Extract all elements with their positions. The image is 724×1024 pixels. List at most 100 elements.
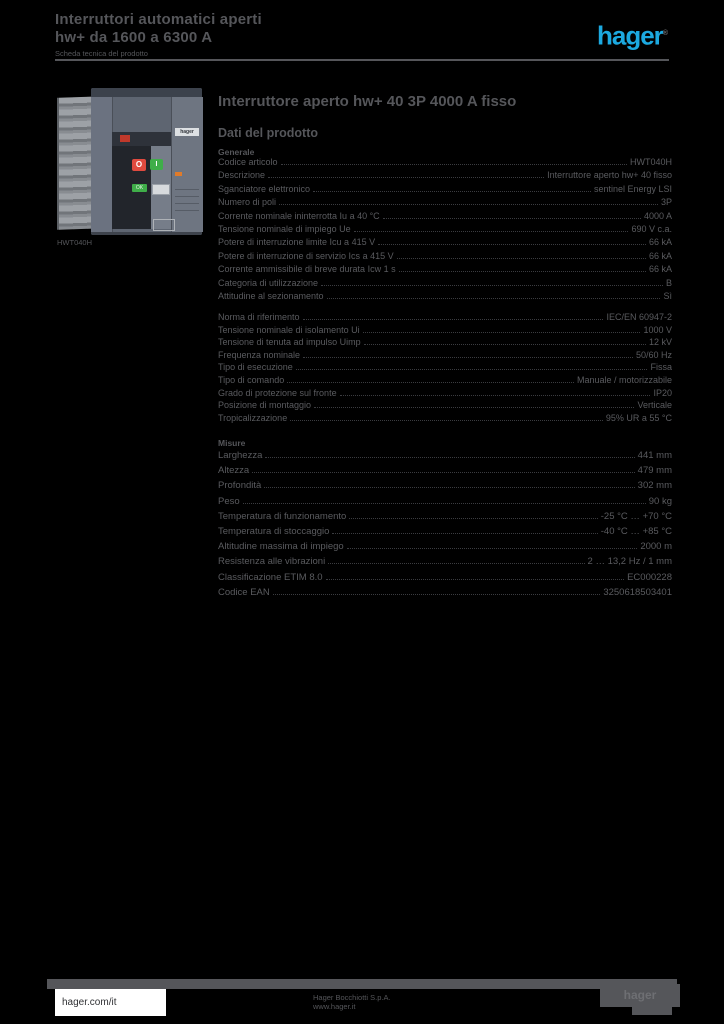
spec-value: 4000 A [643, 210, 672, 221]
spec-label: Altitudine massima di impiego [218, 541, 344, 553]
dotted-leader [363, 344, 646, 346]
dotted-leader [325, 578, 625, 580]
spec-label: Grado di protezione sul fronte [218, 387, 337, 398]
dotted-leader [272, 593, 601, 595]
dotted-leader [290, 419, 603, 421]
footer-website-link[interactable]: hager.com/it [55, 989, 166, 1016]
breaker-bottom-plate [153, 219, 175, 231]
dotted-leader [313, 190, 591, 192]
spec-label: Attitudine al sezionamento [218, 290, 324, 301]
header-title-line1: Interruttori automatici aperti [55, 11, 262, 28]
spec-value: IEC/EN 60947-2 [606, 312, 672, 322]
footer-company-url: www.hager.it [313, 1002, 356, 1011]
spec-value: 90 kg [648, 495, 672, 507]
spec-value: 302 mm [637, 480, 672, 492]
spec-label: Posizione di montaggio [218, 400, 312, 411]
spec-label: Profondità [218, 480, 262, 492]
spec-value: 479 mm [637, 465, 672, 477]
breaker-label-lines [175, 183, 199, 217]
spec-row: Corrente nominale ininterrotta Iu a 40 °… [218, 211, 672, 224]
dotted-leader [398, 271, 646, 273]
header-divider [55, 59, 669, 61]
spec-value: EC000228 [627, 571, 672, 583]
spec-value: Fissa [650, 362, 672, 373]
spec-value: 12 kV [648, 337, 672, 348]
spec-value: Sì [663, 290, 672, 301]
footer-hager-logo: hager [600, 984, 680, 1007]
spec-value: 2000 m [640, 541, 672, 553]
spec-value: sentinel Energy LSI [593, 183, 672, 194]
breaker-off-button: O [132, 159, 146, 171]
footer-divider [47, 979, 677, 989]
spec-row: Descrizione Interruttore aperto hw+ 40 fi… [218, 170, 672, 183]
dotted-leader [295, 369, 648, 371]
spec-value: -25 °C … +70 °C [600, 510, 672, 522]
dotted-leader [382, 217, 641, 219]
dotted-leader [252, 472, 635, 474]
section-heading-dimensions: Misure [218, 438, 246, 448]
spec-value: 66 kA [648, 237, 672, 248]
dotted-leader [332, 532, 598, 534]
spec-label: Temperatura di funzionamento [218, 510, 347, 522]
footer-company-name: Hager Bocchiotti S.p.A. [313, 993, 391, 1002]
breaker-ready-indicator: OK [132, 184, 147, 192]
footer-hager-logo-base [632, 1007, 672, 1015]
breaker-red-indicator [120, 135, 130, 142]
dotted-leader [339, 394, 651, 396]
breaker-top-edge [91, 88, 202, 97]
spec-value: 50/60 Hz [635, 349, 672, 360]
breaker-status-window [152, 184, 170, 195]
spec-value: 3P [660, 197, 672, 208]
spec-label: Altezza [218, 465, 250, 477]
dotted-leader [396, 257, 646, 259]
dotted-leader [353, 230, 629, 232]
spec-row: Tipo di esecuzione Fissa [218, 362, 672, 375]
dotted-leader [349, 517, 598, 519]
hager-logo: hager® [597, 21, 668, 49]
spec-value: Interruttore aperto hw+ 40 fisso [547, 170, 672, 181]
dotted-leader [303, 356, 633, 358]
spec-label: Peso [218, 495, 240, 507]
breaker-left-column [91, 97, 113, 232]
registered-mark-icon: ® [662, 30, 668, 37]
spec-value: -40 °C … +85 °C [600, 525, 672, 537]
breaker-orange-mark [175, 172, 182, 176]
spec-row: Potere di interruzione limite Icu a 415 … [218, 237, 672, 250]
spec-label: Tropicalizzazione [218, 412, 288, 423]
spec-value: 66 kA [648, 250, 672, 261]
spec-label: Temperatura di stoccaggio [218, 525, 330, 537]
spec-value: 690 V c.a. [631, 223, 672, 234]
spec-row: Tensione di tenuta ad impulso Uimp 12 kV [218, 337, 672, 350]
product-subtitle: Dati del prodotto [218, 126, 318, 140]
spec-value: Manuale / motorizzabile [576, 374, 672, 385]
spec-value: 66 kA [648, 264, 672, 275]
spec-label: Potere di interruzione di servizio Ics a… [218, 250, 394, 261]
spec-label: Numero di poli [218, 197, 277, 208]
spec-label: Tipo di esecuzione [218, 362, 293, 373]
dotted-leader [280, 164, 627, 165]
dotted-leader [321, 284, 663, 286]
spec-label: Tensione nominale di impiego Ue [218, 223, 351, 234]
spec-label: Codice EAN [218, 586, 270, 598]
spec-label: Tensione nominale di isolamento Ui [218, 324, 360, 335]
header-tagline: Scheda tecnica del prodotto [55, 49, 148, 58]
dotted-leader [265, 457, 635, 458]
spec-row: Altitudine massima di impiego 2000 m [218, 541, 672, 556]
spec-value: HWT040H [629, 157, 672, 167]
spec-row: Temperatura di stoccaggio -40 °C … +85 °C [218, 526, 672, 541]
spec-label: Potere di interruzione limite Icu a 415 … [218, 237, 376, 248]
spec-label: Corrente ammissibile di breve durata Icw… [218, 264, 396, 275]
spec-label: Tensione di tenuta ad impulso Uimp [218, 337, 361, 348]
spec-label: Descrizione [218, 170, 266, 181]
product-title: Interruttore aperto hw+ 40 3P 4000 A fis… [218, 93, 517, 110]
